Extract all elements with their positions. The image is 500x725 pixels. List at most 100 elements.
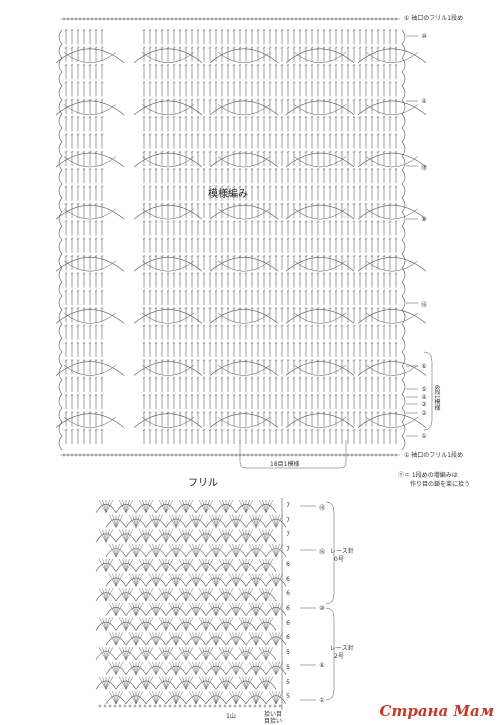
stitch-cross [190, 255, 194, 258]
stitch-cross [394, 394, 398, 397]
stitch-cross [70, 359, 74, 362]
stitch-cross [346, 81, 350, 84]
edge-scallop [58, 113, 63, 129]
stitch-cross [268, 81, 272, 84]
shell-stitch [215, 573, 224, 587]
stitch-count: 5 [286, 663, 290, 671]
stitch-cross [226, 429, 230, 431]
stitch-cross [370, 203, 374, 205]
shell-stitch [268, 544, 277, 557]
stitch-cross [364, 325, 368, 327]
stitch-cross [298, 29, 302, 32]
stitch-cross [352, 64, 356, 66]
stitch-cross [310, 377, 314, 379]
stitch-cross [364, 238, 368, 240]
stitch-cross [358, 203, 362, 205]
stitch-cross [274, 99, 278, 101]
stitch-cross [76, 307, 80, 310]
fan-arc [293, 417, 347, 428]
stitch-cross [388, 116, 392, 119]
stitch-cross [232, 220, 236, 223]
stitch-cross [226, 99, 230, 101]
shell-stitch [215, 514, 220, 528]
stitch-cross [358, 377, 362, 379]
stitch-cross [190, 290, 194, 292]
stitch-cross [208, 151, 212, 153]
stitch-cross [328, 290, 332, 292]
stitch-cross [76, 359, 80, 362]
stitch-cross [94, 359, 98, 362]
stitch-cross [232, 151, 236, 153]
stitch-cross [202, 168, 206, 171]
shell-stitch [232, 514, 237, 528]
stitch-cross [100, 429, 104, 431]
shell-stitch [245, 617, 250, 631]
shell-stitch [245, 647, 250, 660]
stitch-cross [358, 29, 362, 32]
edge-scallop [401, 253, 406, 269]
stitch-cross [82, 186, 86, 188]
chain-stitch-mark [108, 704, 112, 708]
stitch-cross [292, 64, 296, 66]
edge-scallop [58, 393, 63, 409]
shell-stitch [102, 499, 107, 513]
stitch-cross [388, 220, 392, 223]
chain-stitch-mark [273, 704, 277, 708]
shell-stitch [272, 544, 277, 557]
stitch-cross [358, 116, 362, 119]
shell-stitch [205, 499, 214, 513]
stitch-cross [322, 203, 326, 205]
stitch-cross [208, 29, 212, 32]
shell-stitch [105, 588, 114, 602]
stitch-cross [64, 81, 68, 84]
shell-stitch [222, 499, 227, 513]
shell-stitch [158, 529, 167, 543]
stitch-cross [208, 255, 212, 258]
shell-stitch [165, 529, 170, 543]
shell-stitch [225, 588, 230, 602]
stitch-cross [364, 116, 368, 119]
stitch-cross [364, 412, 368, 414]
stitch-cross [382, 168, 386, 171]
stitch-cross [184, 29, 188, 32]
shell-stitch [115, 544, 120, 557]
stitch-cross [88, 220, 92, 223]
shell-stitch [148, 544, 157, 557]
edge-scallop [401, 127, 406, 143]
shell-stitch [125, 529, 130, 543]
stitch-cross [250, 220, 254, 223]
shell-stitch [255, 573, 264, 587]
stitch-cross [298, 342, 302, 344]
stitch-cross [328, 81, 332, 84]
edge-scallop [401, 183, 406, 199]
shell-stitch [185, 676, 190, 690]
edge-scallop [401, 239, 406, 255]
shell-stitch [138, 499, 147, 513]
stitch-cross [142, 203, 146, 205]
shell-stitch [98, 676, 107, 690]
stitch-cross [340, 290, 344, 292]
stitch-cross [256, 64, 260, 66]
stitch-cross [238, 99, 242, 101]
stitch-cross [340, 273, 344, 275]
stitch-cross [274, 64, 278, 66]
shell-stitch [152, 544, 157, 557]
shell-stitch [192, 661, 197, 675]
stitch-cross [190, 307, 194, 310]
stitch-cross [334, 64, 338, 66]
fan-arc [55, 257, 125, 272]
shell-stitch [112, 661, 117, 675]
shell-stitch [265, 676, 274, 690]
stitch-cross [226, 151, 230, 153]
stitch-cross [184, 168, 188, 171]
shell-stitch [178, 647, 187, 660]
shell-stitch [255, 632, 264, 646]
stitch-cross [292, 290, 296, 292]
stitch-cross [214, 29, 218, 32]
stitch-cross [82, 151, 86, 153]
shell-stitch [108, 661, 117, 675]
stitch-cross [274, 394, 278, 397]
shell-stitch [218, 499, 227, 513]
stitch-cross [226, 220, 230, 223]
stitch-cross [280, 359, 284, 362]
